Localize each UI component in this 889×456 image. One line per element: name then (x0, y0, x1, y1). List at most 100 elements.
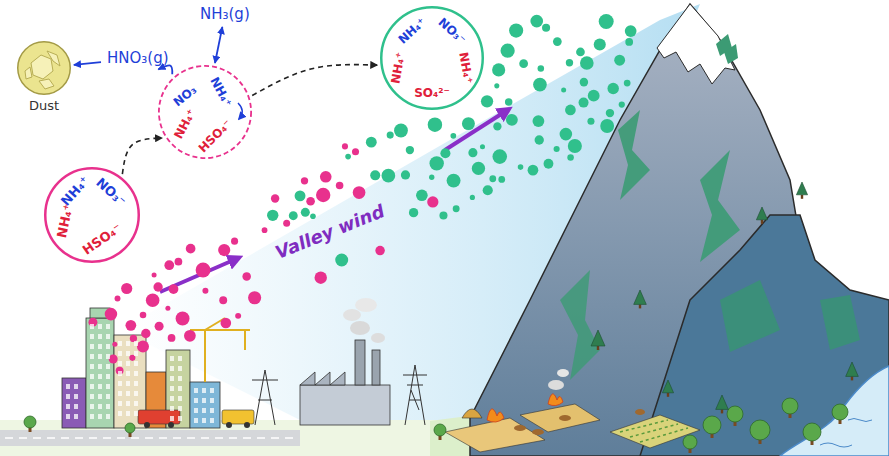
aerosol-dot (301, 208, 310, 217)
window (134, 411, 138, 416)
window (126, 391, 130, 396)
window (202, 388, 206, 393)
window (106, 414, 110, 419)
aerosol-dot (381, 169, 395, 183)
aerosol-particle: NH₄⁺NO₃⁻NH₄⁺SO₄²⁻NH₄⁺ (380, 6, 484, 110)
aerosol-dot (472, 162, 485, 175)
tree-crown (832, 404, 848, 420)
aerosol-dot (401, 170, 410, 179)
aerosol-dot (580, 78, 589, 87)
tree-crown (591, 330, 605, 346)
mountain (470, 4, 889, 456)
gas-label: HNO₃(g) (107, 51, 169, 66)
window (66, 404, 70, 409)
aerosol-dot (387, 132, 394, 139)
pine-tree (591, 330, 605, 350)
ion-label: NH₄⁺ (208, 75, 233, 109)
window (66, 394, 70, 399)
aerosol-dot (576, 48, 585, 57)
aerosol-dot (468, 148, 477, 157)
aerosol-dot (518, 164, 524, 170)
tree-trunk (851, 376, 853, 380)
aerosol-dot (493, 122, 501, 130)
city (244, 422, 250, 428)
aerosol-dot (152, 273, 157, 278)
window (178, 356, 182, 361)
window (90, 404, 94, 409)
window (134, 341, 138, 346)
aerosol-dot (155, 322, 164, 331)
fields (520, 404, 600, 432)
aerosol-dot (153, 282, 162, 291)
aerosol-dot (544, 159, 554, 169)
tree-trunk (597, 346, 599, 350)
aerosol-dot (146, 293, 160, 307)
window (74, 404, 78, 409)
aerosol-dot (528, 165, 539, 176)
window (126, 341, 130, 346)
window (170, 356, 174, 361)
window (194, 418, 198, 423)
aerosol-dot (566, 59, 573, 66)
reaction-arrow (158, 65, 172, 74)
window (74, 394, 78, 399)
pine-tree (756, 207, 767, 224)
window (106, 344, 110, 349)
aerosol-dots (88, 14, 636, 375)
ground (5, 437, 295, 439)
window (98, 364, 102, 369)
window (98, 394, 102, 399)
window (106, 384, 110, 389)
aerosol-dot (353, 186, 366, 199)
window (74, 384, 78, 389)
tree-crown (803, 423, 821, 441)
city (168, 422, 174, 428)
tree-crown (703, 416, 721, 434)
ion-label: HSO₄⁻ (196, 117, 233, 154)
factory (355, 298, 377, 312)
window (210, 388, 214, 393)
window (98, 344, 102, 349)
window (178, 366, 182, 371)
aerosol-dot (310, 213, 316, 219)
aerosol-dot (533, 115, 545, 127)
aerosol-dot (202, 288, 208, 294)
aerosol-dot (427, 196, 438, 207)
window (178, 406, 182, 411)
aerosol-dot (568, 139, 582, 153)
window (90, 354, 94, 359)
aerosol-dot (453, 205, 460, 212)
window (178, 416, 182, 421)
mountain (470, 4, 889, 456)
aerosol-dot (289, 211, 298, 220)
window (134, 381, 138, 386)
city (86, 318, 114, 428)
tree-trunk (721, 409, 723, 413)
window (210, 418, 214, 423)
mountain (560, 270, 600, 380)
window (170, 366, 174, 371)
aerosol-dot (492, 149, 507, 164)
window (126, 381, 130, 386)
aerosol-dot (219, 296, 227, 304)
aerosol-dot (501, 44, 515, 58)
window (90, 334, 94, 339)
aerosol-dot (176, 312, 190, 326)
window (106, 334, 110, 339)
aerosol-dot (140, 312, 147, 319)
aerosol-dot (125, 320, 136, 331)
river (848, 419, 872, 422)
window (118, 341, 122, 346)
tree-crown (846, 362, 859, 376)
window (170, 406, 174, 411)
window (90, 394, 94, 399)
aerosol-dot (530, 15, 543, 28)
window (90, 324, 94, 329)
aerosol-dot (352, 148, 359, 155)
gas-species: NH₃(g) (197, 5, 253, 24)
dust-particle: Dust (17, 41, 71, 95)
window (74, 414, 78, 419)
aerosol-dot (109, 355, 118, 364)
window (126, 371, 130, 376)
aerosol-dot (462, 117, 475, 130)
